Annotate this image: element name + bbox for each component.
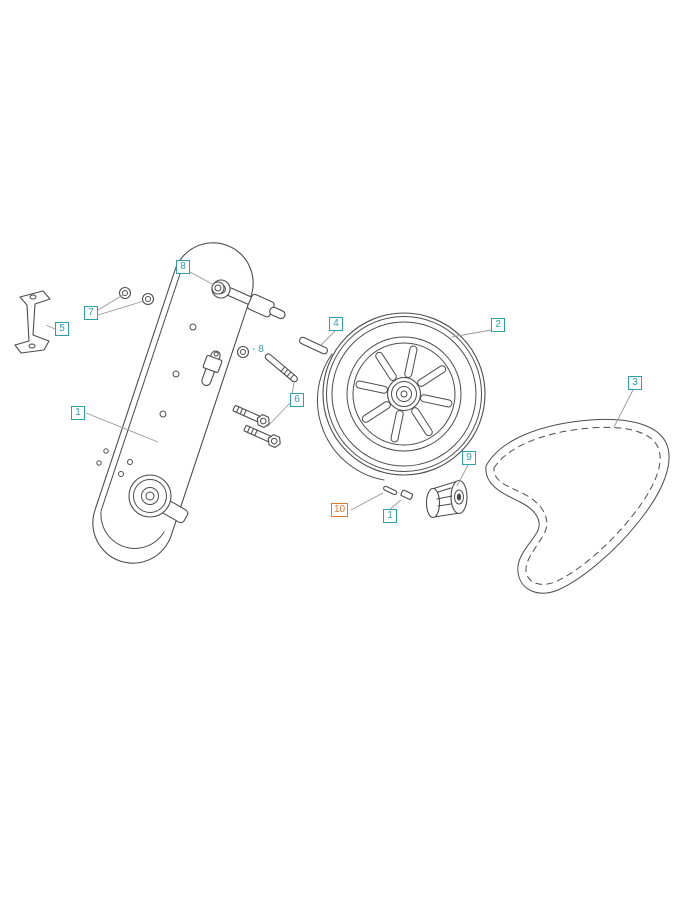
callout-1-swing-plate[interactable]: 1 xyxy=(71,406,85,420)
spring-pin-drawing[interactable] xyxy=(383,485,398,496)
callout-2-pulley[interactable]: 2 xyxy=(491,318,505,332)
callout-5-bracket[interactable]: 5 xyxy=(55,322,69,336)
lock-nut-drawing[interactable] xyxy=(211,281,225,295)
leader-lines xyxy=(45,271,634,511)
callout-8-nut[interactable]: 8 xyxy=(176,260,190,274)
small-pin-drawing[interactable] xyxy=(400,489,414,500)
swing-plate-drawing[interactable] xyxy=(92,242,288,564)
callout-9-roller[interactable]: 9 xyxy=(462,451,476,465)
callout-1-small-pin[interactable]: 1 xyxy=(383,509,397,523)
v-belt-drawing[interactable] xyxy=(485,418,670,594)
bolts-drawing[interactable] xyxy=(232,353,299,449)
washer-nut-drawing[interactable] xyxy=(236,345,250,359)
callout-3-v-belt[interactable]: 3 xyxy=(628,376,642,390)
callout-7-washers[interactable]: 7 xyxy=(84,306,98,320)
callout-10-spring-pin[interactable]: 10 xyxy=(331,503,349,517)
pin-drawing[interactable] xyxy=(298,336,329,355)
washers-drawing[interactable] xyxy=(118,286,155,306)
bracket-drawing[interactable] xyxy=(14,290,51,354)
callout-6-bolts[interactable]: 6 xyxy=(290,393,304,407)
pulley-drawing[interactable] xyxy=(316,312,486,481)
callout-8-washer-inline[interactable]: - 8 xyxy=(252,344,264,355)
callout-4-pin[interactable]: 4 xyxy=(329,317,343,331)
cam-roller-drawing[interactable] xyxy=(425,479,468,519)
